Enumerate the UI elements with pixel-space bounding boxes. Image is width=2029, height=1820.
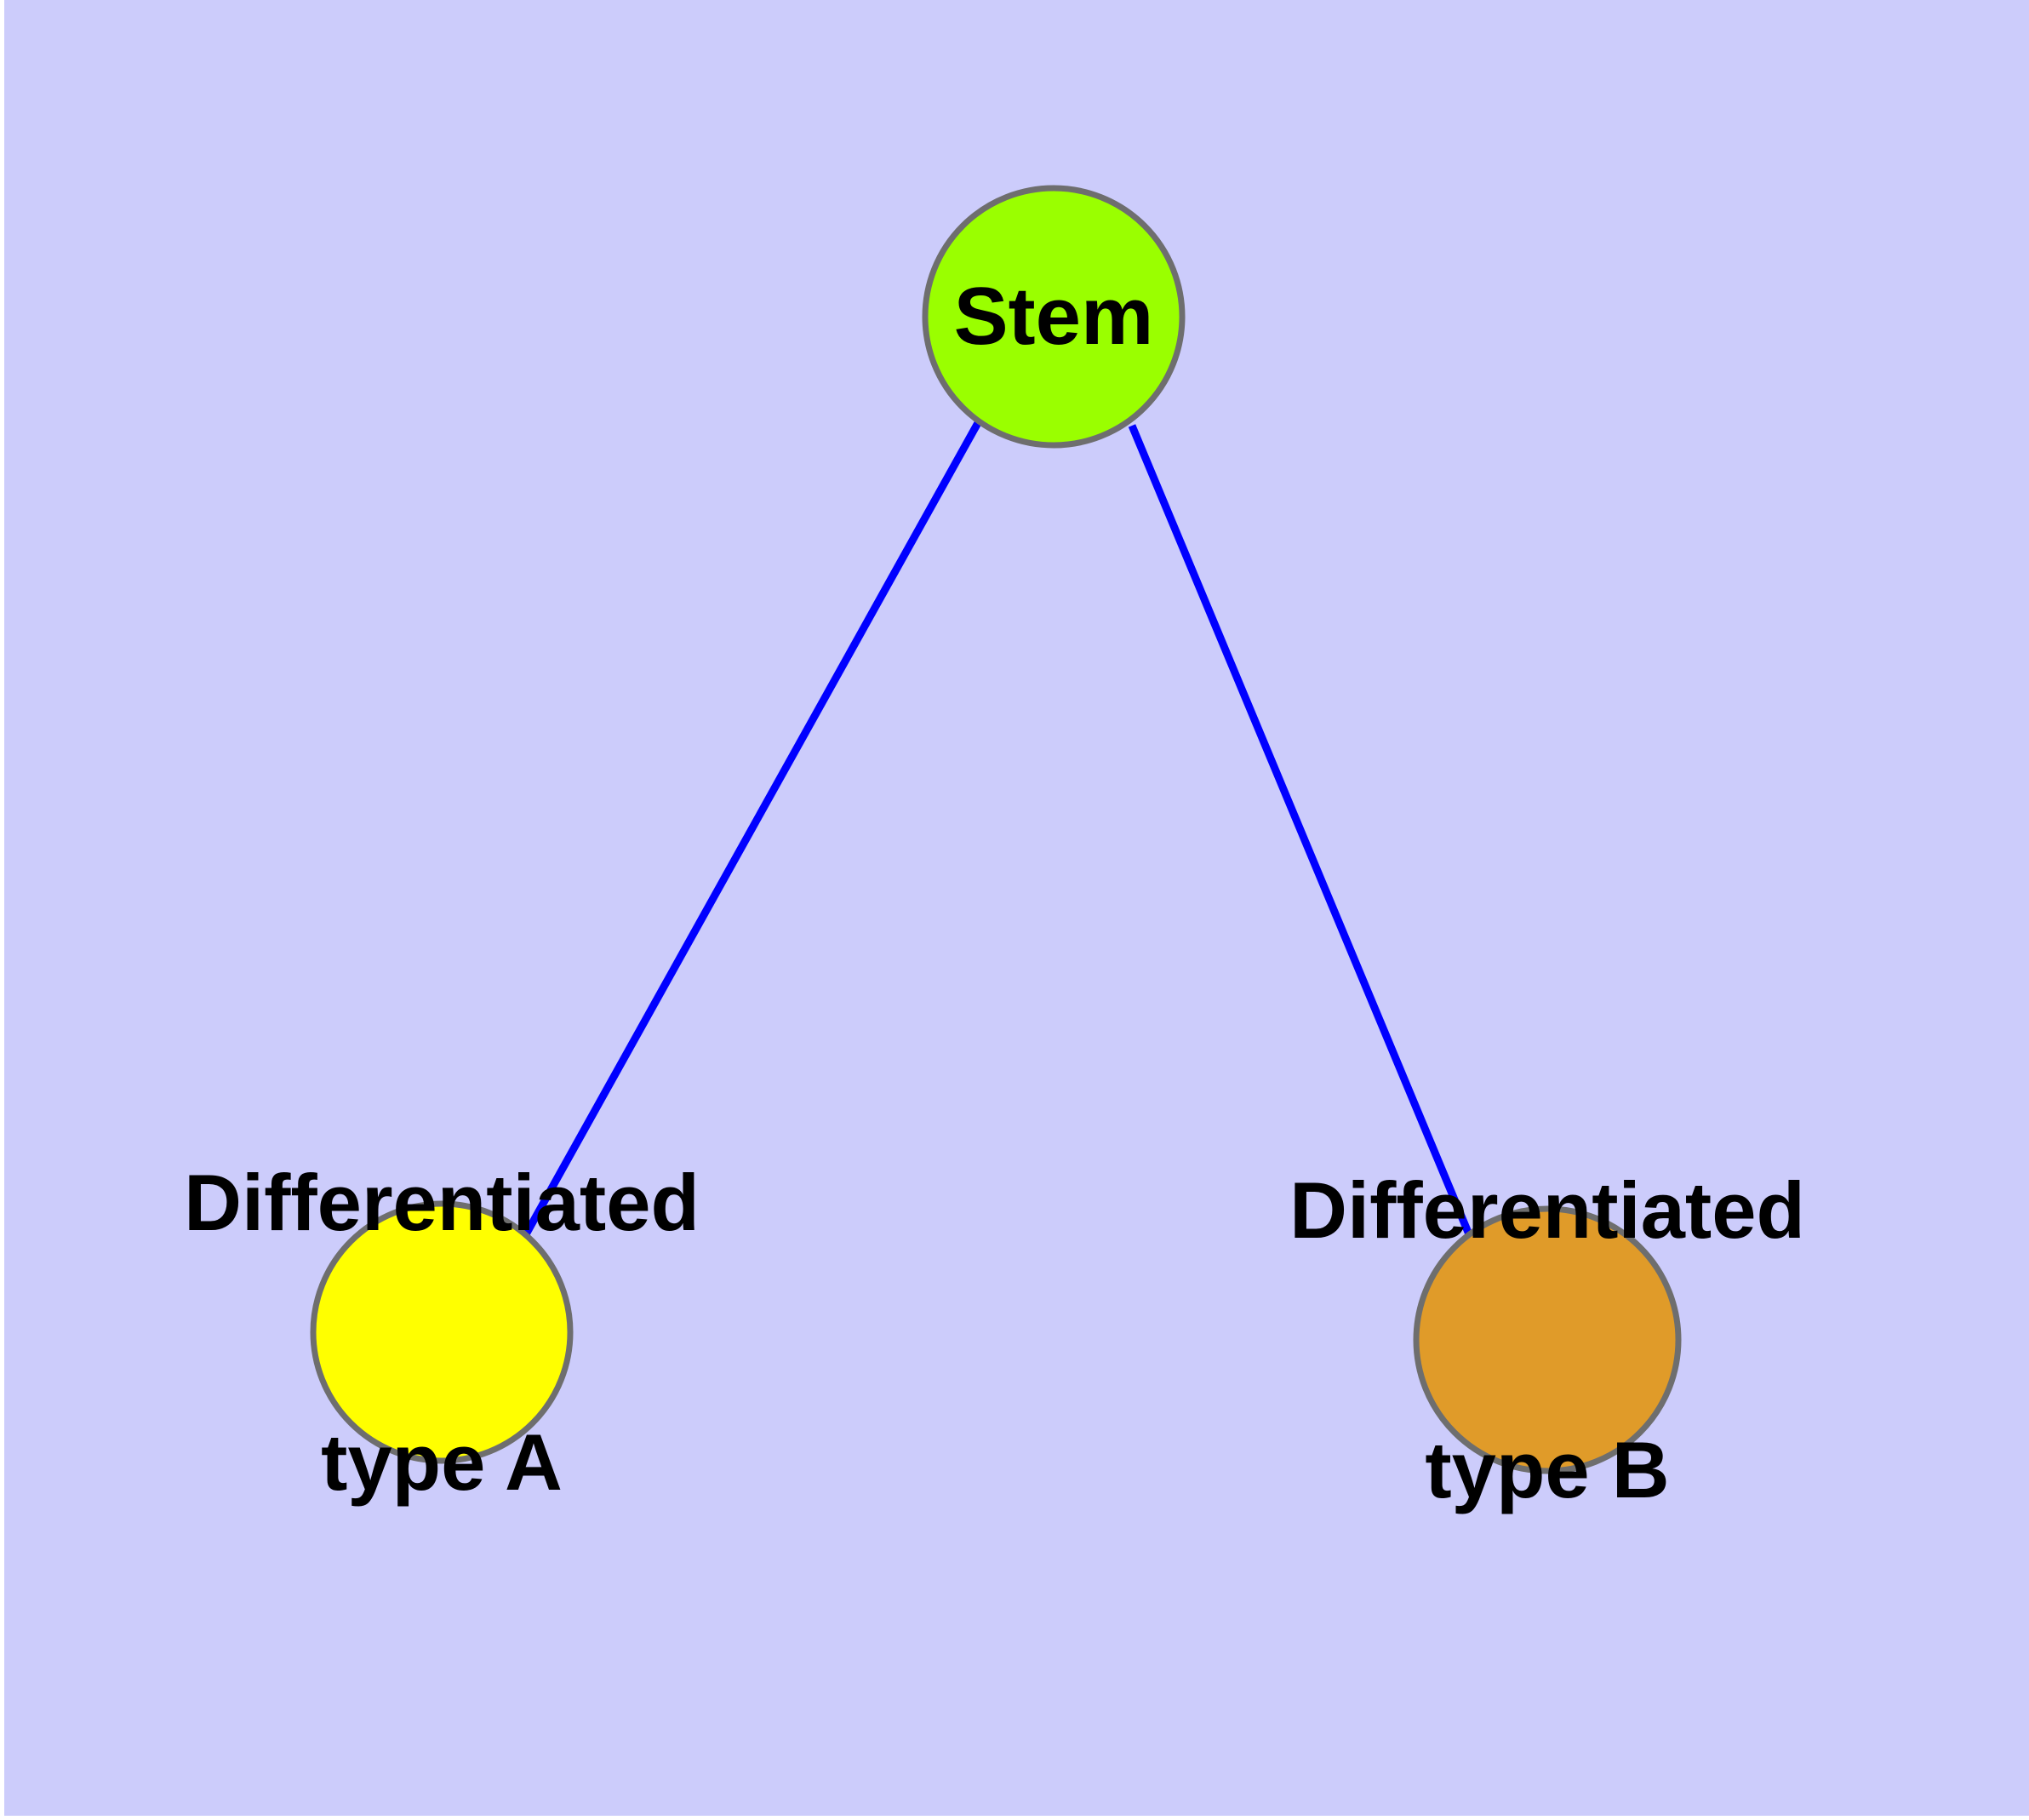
node-stem[interactable] [922,185,1186,449]
edge-layer [523,419,1473,1237]
edge-stem-to-differentiated-type-a[interactable] [523,419,982,1237]
node-differentiated-type-a[interactable] [310,1200,574,1464]
node-layer [310,185,1682,1474]
node-differentiated-type-b[interactable] [1413,1205,1682,1474]
edge-stem-to-differentiated-type-b[interactable] [1128,424,1473,1236]
